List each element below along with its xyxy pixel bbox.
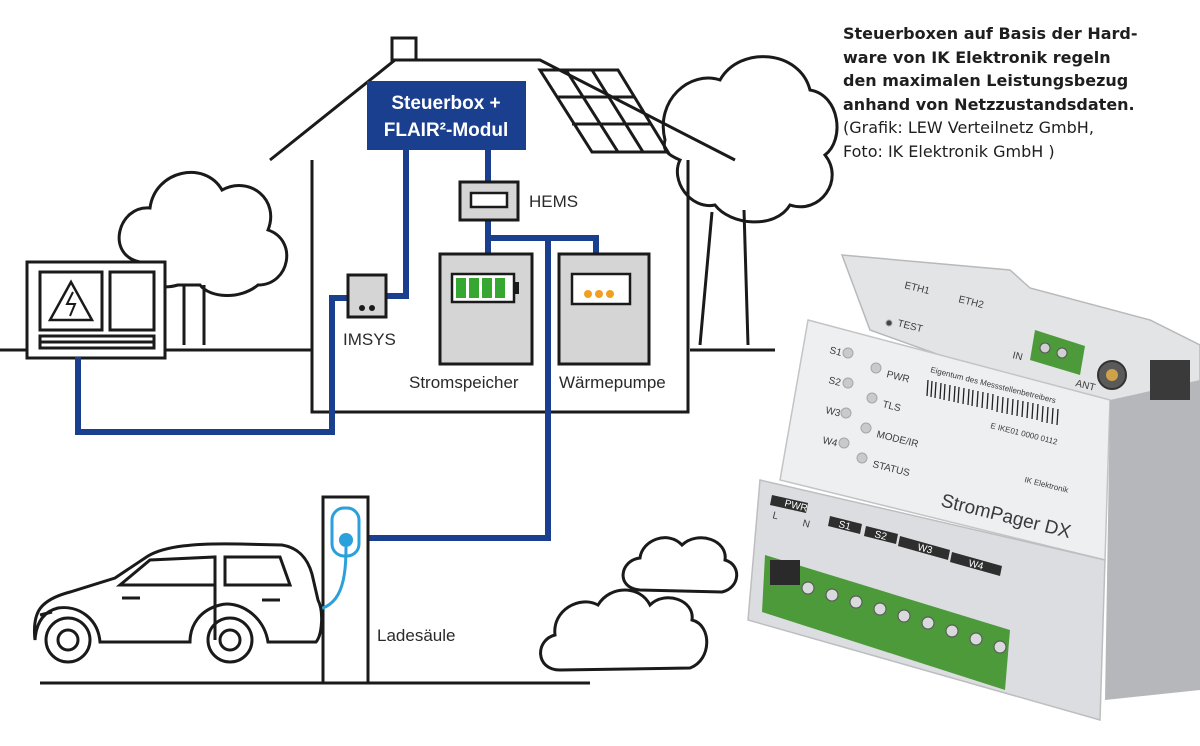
ladesaeule-label: Ladesäule — [377, 626, 455, 645]
led-label-w4: W4 — [821, 435, 839, 449]
caption: Steuerboxen auf Basis der Hard- ware von… — [843, 22, 1193, 163]
caption-credit-1: (Grafik: LEW Verteilnetz GmbH, — [843, 118, 1094, 137]
hems-label: HEMS — [529, 192, 578, 211]
imsys-label: IMSYS — [343, 330, 396, 349]
led-label-pwr: PWR — [885, 369, 910, 385]
led-label-s1: S1 — [828, 345, 843, 359]
terminal-sub-n: N — [801, 518, 811, 530]
caption-line-1: Steuerboxen auf Basis der Hard- — [843, 24, 1138, 43]
waermepumpe — [557, 252, 651, 366]
solar-panel — [537, 68, 671, 154]
terminal-sub-l: L — [771, 510, 779, 522]
caption-credit-2: Foto: IK Elektronik GmbH ) — [843, 141, 1055, 161]
terminal-label-pwr: PWR — [783, 498, 808, 514]
stromspeicher-label: Stromspeicher — [409, 373, 519, 392]
terminal-label-w4: W4 — [967, 558, 985, 572]
imsys — [346, 273, 388, 319]
stromspeicher — [438, 252, 534, 366]
house — [269, 36, 736, 414]
device-ant-label: ANT — [1074, 378, 1096, 394]
hems — [458, 180, 520, 222]
device-in-label: IN — [1011, 350, 1023, 363]
caption-line-2: ware von IK Elektronik regeln — [843, 47, 1111, 67]
led-label-w3: W3 — [824, 405, 842, 419]
terminal-label-s2: S2 — [873, 529, 888, 543]
car-icon — [32, 542, 324, 664]
steuerbox: Steuerbox + FLAIR²-Modul — [367, 81, 526, 150]
barcode — [926, 379, 1059, 426]
led-label-s2: S2 — [827, 375, 842, 389]
stromspeicher-box — [438, 252, 534, 366]
caption-line-3: den maximalen Leistungsbezug — [843, 71, 1129, 90]
grid-cabinet — [25, 260, 167, 360]
wiring — [75, 150, 599, 541]
caption-line-4: anhand von Netzzustandsdaten. — [843, 94, 1135, 114]
steuerbox-label-2: FLAIR²-Modul — [384, 120, 509, 141]
led-label-tls: TLS — [881, 399, 902, 414]
terminal-label-w3: W3 — [916, 542, 934, 556]
ladesaeule — [299, 495, 370, 685]
ladesaeule-box — [321, 495, 370, 685]
terminal-label-s1: S1 — [837, 519, 852, 533]
waermepumpe-box — [557, 252, 651, 366]
heatpump-display-icon — [570, 272, 632, 306]
clouds — [539, 536, 739, 672]
hems-box — [458, 180, 520, 222]
steuerbox-box — [367, 81, 526, 150]
steuerbox-label-1: Steuerbox + — [391, 93, 500, 114]
imsys-box — [346, 273, 388, 319]
tree-right — [661, 55, 839, 346]
waermepumpe-label: Wärmepumpe — [559, 373, 666, 392]
strompager-device: ETH1 ETH2 TEST IN ANT S1 S2 W3 W4 PWR TL… — [747, 254, 1200, 721]
